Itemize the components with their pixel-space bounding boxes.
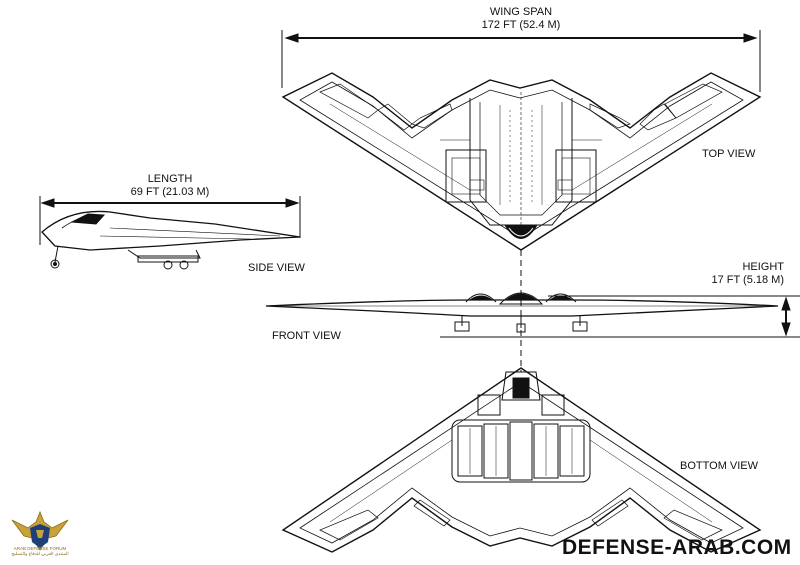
site-watermark: DEFENSE-ARAB.COM: [562, 536, 792, 559]
front-view-label: FRONT VIEW: [272, 330, 341, 342]
front-view-drawing: [265, 292, 779, 338]
length-dimension: [39, 196, 301, 245]
wing-span-dimension: [281, 30, 761, 92]
emblem-caption: ARAB DEFENSE FORUM المنتدى العربي للدفاع…: [4, 546, 76, 556]
length-value: 69 FT (21.03 M): [130, 186, 210, 198]
bottom-view-drawing: [281, 367, 762, 553]
wing-span-value: 172 FT (52.4 M): [481, 19, 561, 31]
top-view-drawing: [281, 72, 762, 251]
height-dimension: [548, 295, 800, 338]
length-label: LENGTH: [147, 173, 193, 185]
height-value: 17 FT (5.18 M): [711, 274, 784, 286]
side-view-label: SIDE VIEW: [248, 262, 305, 274]
emblem-caption-line: المنتدى العربي للدفاع والتسليح: [11, 551, 69, 556]
height-label: HEIGHT: [742, 261, 784, 273]
arab-defense-forum-emblem-icon: [11, 510, 69, 551]
side-view-drawing: [41, 210, 301, 270]
weapon-bays: [451, 419, 591, 483]
wing-span-label: WING SPAN: [489, 6, 553, 18]
top-view-label: TOP VIEW: [702, 148, 756, 160]
bottom-view-label: BOTTOM VIEW: [680, 460, 759, 472]
emblem-caption-line: ARAB DEFENSE FORUM: [13, 546, 67, 551]
